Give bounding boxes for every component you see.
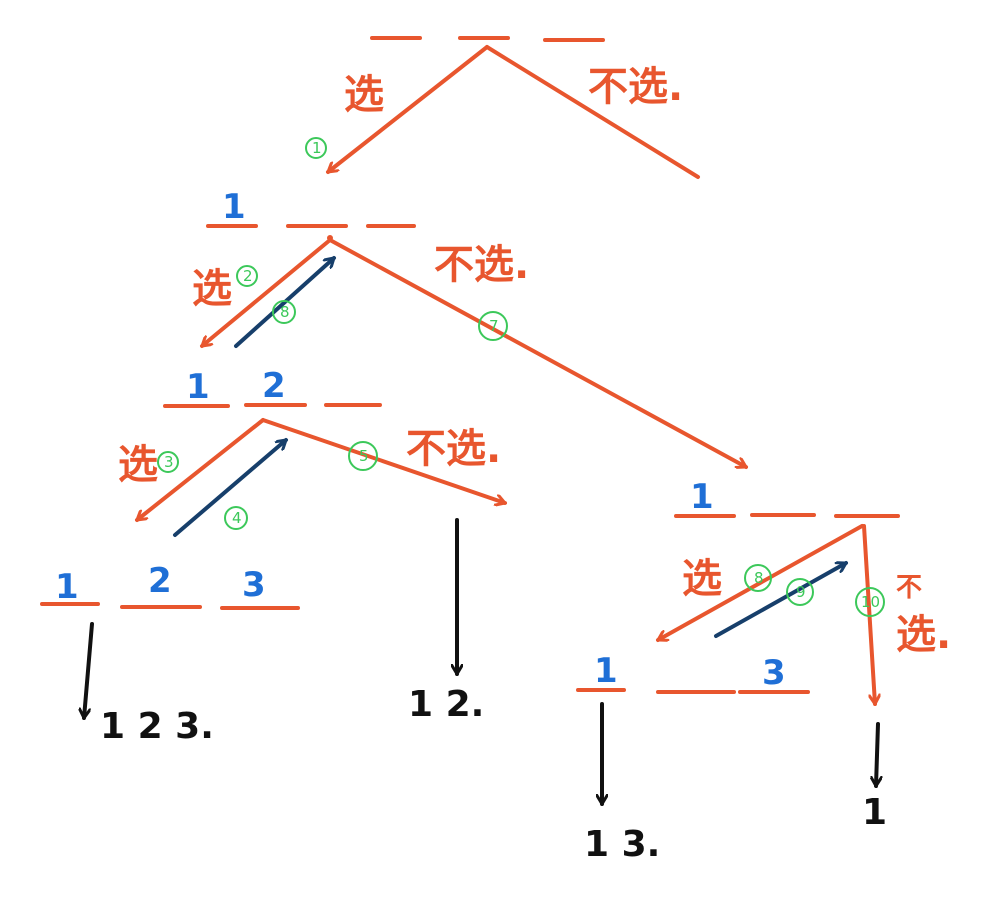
l4-right-slot-1-value: 1: [594, 651, 618, 691]
l4-right-slot-3-value: 3: [762, 653, 786, 693]
l4-left-slot-1-value: 1: [55, 567, 79, 607]
result-arrow-1: [876, 722, 878, 786]
l3-backtrack-edge: [173, 438, 286, 537]
step-label-8: 8: [754, 569, 764, 587]
root-slots: [370, 36, 605, 42]
step-label-8-left: 8: [280, 303, 290, 321]
step-circle-8: [744, 564, 772, 592]
l3-right-select-edge: [658, 524, 864, 642]
result-123: 1 2 3.: [100, 706, 214, 747]
step-circle-4: [224, 506, 248, 530]
step-label-9: 9: [796, 583, 806, 601]
step-circle-8-left: [272, 300, 296, 324]
step-label-10: 10: [861, 593, 880, 611]
step-label-7: 7: [489, 317, 499, 335]
step-circle-10: [855, 587, 885, 617]
step-label-4: 4: [232, 509, 242, 527]
l3-right-select-label: 选: [682, 556, 722, 602]
result-1: 1: [862, 792, 887, 833]
l2-not-select-label: 不选.: [434, 242, 529, 288]
step-circle-9: [786, 578, 814, 606]
l3-right-backtrack-edge: [714, 561, 846, 638]
l3-select-label: 选: [118, 442, 158, 488]
step-circle-3: [157, 451, 179, 473]
l3-select-edge: [137, 418, 265, 522]
step-label-1: 1: [312, 139, 322, 157]
step-label-2: 2: [243, 267, 253, 285]
l2-slot-1-value: 1: [222, 187, 246, 227]
l3-slot-2-value: 2: [262, 366, 286, 406]
root-select-label: 选: [344, 72, 384, 118]
root-not-select-edge: [485, 45, 700, 179]
root-not-select-label: 不选.: [588, 64, 683, 110]
result-13: 1 3.: [584, 824, 660, 865]
l3-right-not-select-label-1: 不: [896, 573, 922, 603]
l3-not-select-edge: [261, 418, 505, 503]
l3-not-select-label: 不选.: [406, 426, 501, 472]
step-circle-7: [478, 311, 508, 341]
step-circle-5: [348, 441, 378, 471]
result-arrow-123: [84, 622, 94, 718]
result-12: 1 2.: [408, 684, 484, 725]
l3-right-slot-1-value: 1: [690, 477, 714, 517]
l4-left-slot-2-value: 2: [148, 561, 172, 601]
step-label-5: 5: [359, 447, 369, 465]
l2-not-select-edge: [328, 238, 746, 469]
l2-select-label: 选: [192, 266, 232, 312]
root-select-edge: [328, 45, 489, 174]
l4-left-slot-3-value: 3: [242, 565, 266, 605]
l3-slot-1-value: 1: [186, 367, 210, 407]
l3-right-not-select-label-2: 选.: [896, 612, 951, 658]
step-circle-1: [305, 137, 327, 159]
l2-select-edge: [202, 238, 332, 348]
step-label-3: 3: [164, 453, 174, 471]
step-circle-2: [236, 265, 258, 287]
